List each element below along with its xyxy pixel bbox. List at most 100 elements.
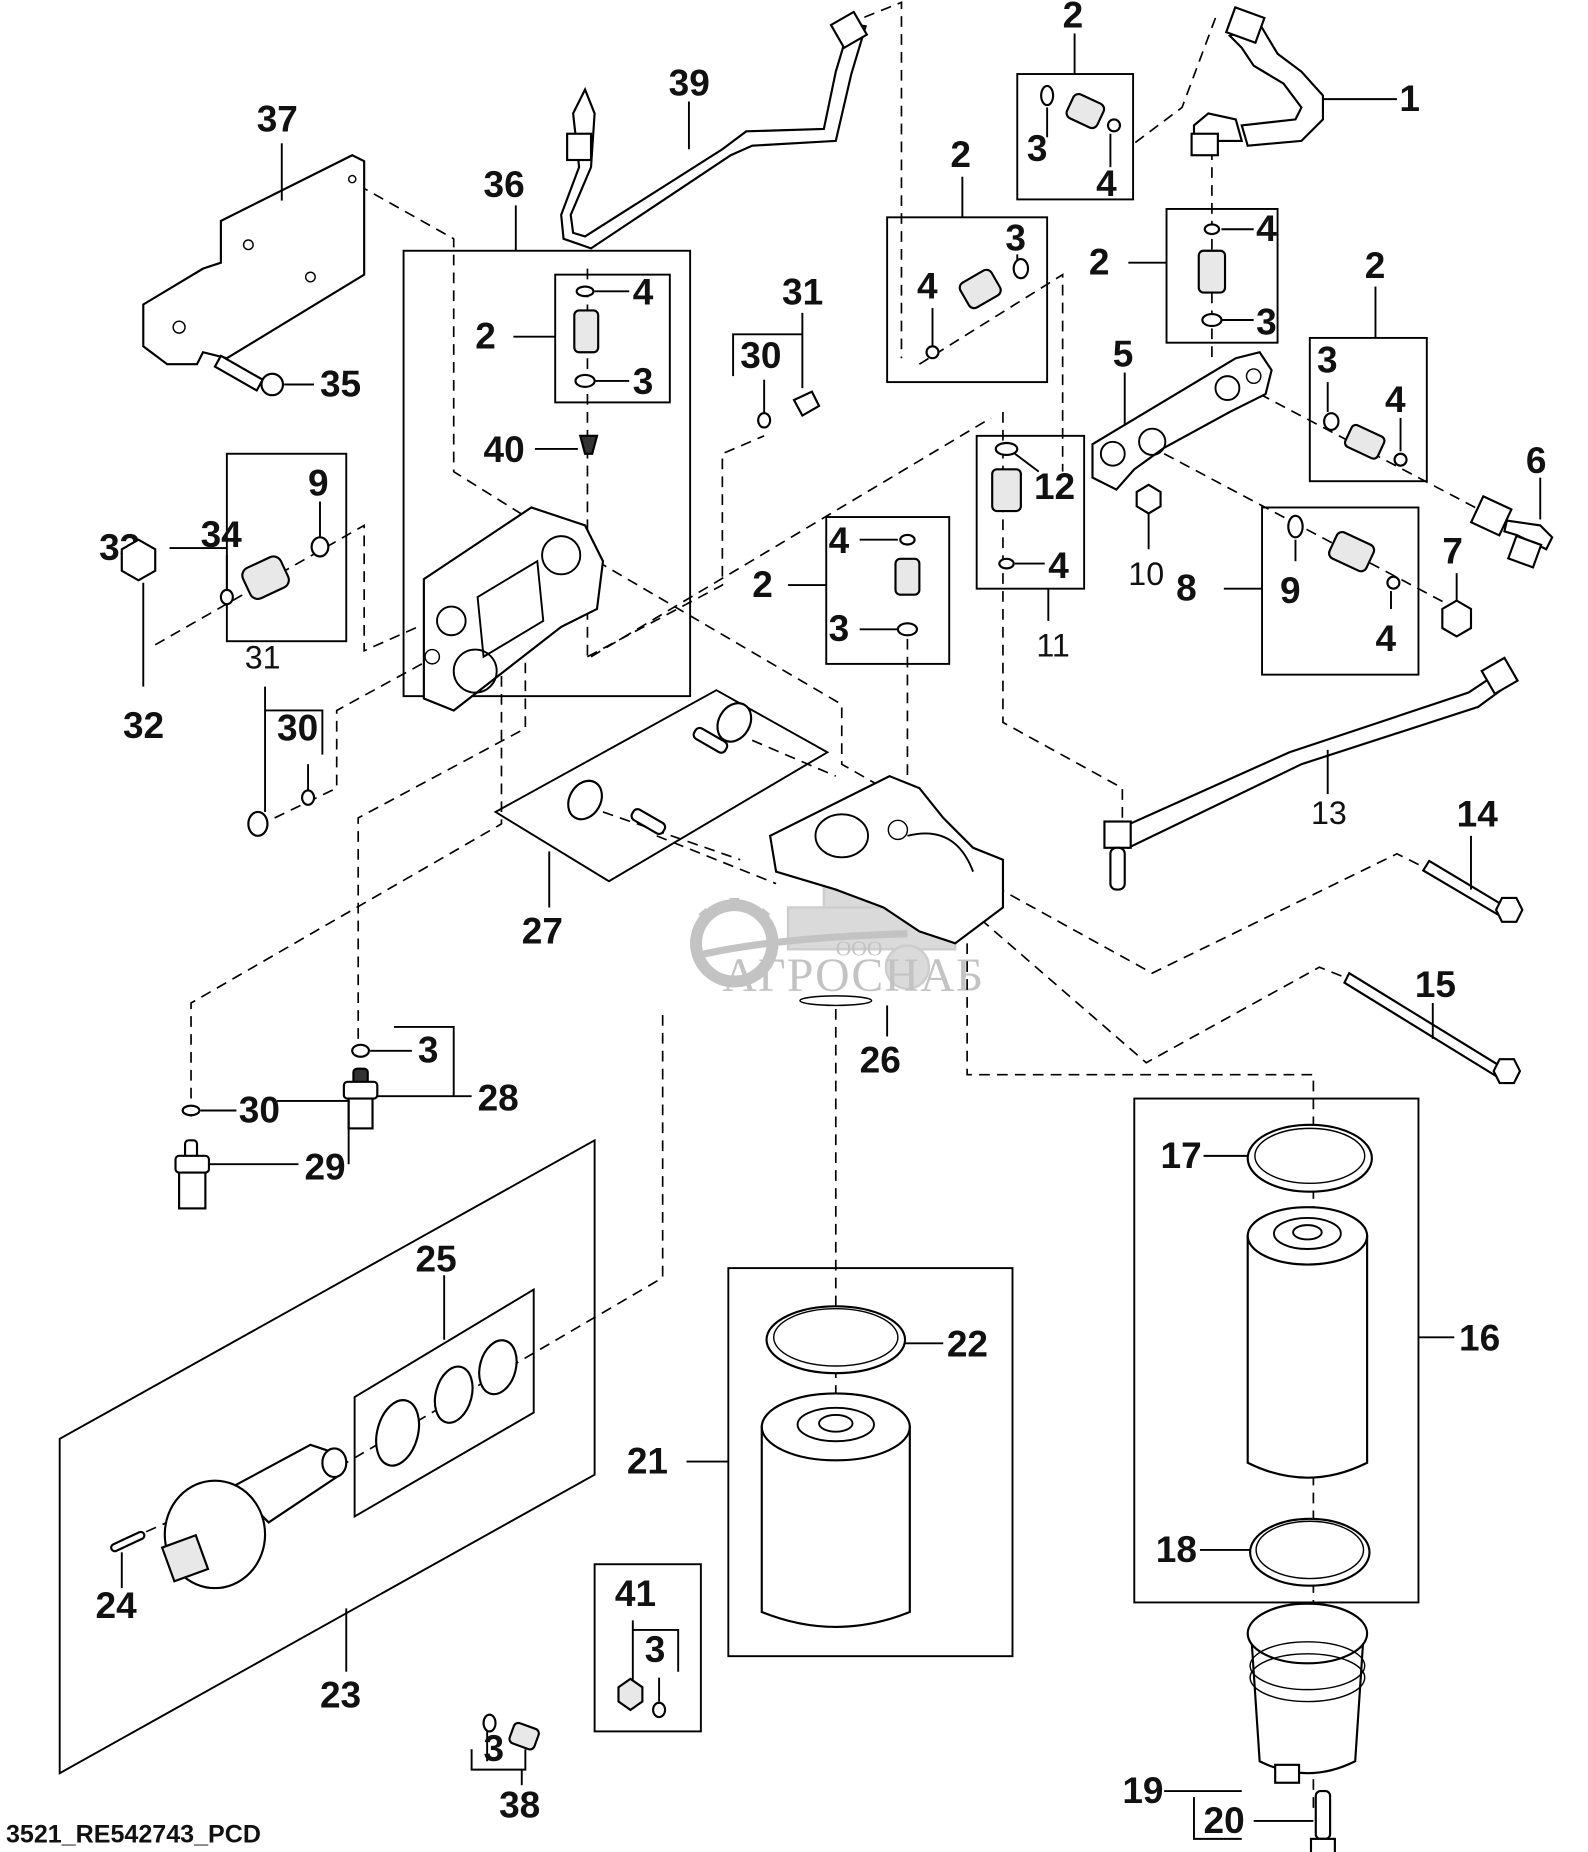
- callout-3: 3: [645, 1628, 666, 1670]
- part-28-pressure-sensor[interactable]: 3 28: [342, 1025, 519, 1130]
- callout-12: 12: [1034, 465, 1075, 507]
- callout-34: 34: [201, 513, 243, 555]
- callout-30: 30: [740, 334, 781, 376]
- part-38-fitting[interactable]: 3 38: [470, 1713, 541, 1826]
- part-27-seal-kit[interactable]: 27: [493, 689, 830, 951]
- part-35-cap-screw[interactable]: 35: [213, 354, 361, 405]
- callout-4: 4: [1096, 162, 1117, 204]
- callout-9: 9: [308, 462, 329, 504]
- callout-2: 2: [752, 563, 773, 605]
- part-2-fitting-kit-top[interactable]: 2 3 4: [1016, 0, 1135, 204]
- callout-36: 36: [484, 163, 525, 205]
- callout-3: 3: [1027, 127, 1048, 169]
- callout-25: 25: [416, 1238, 457, 1280]
- part-31-plug-top[interactable]: 31 30: [732, 270, 823, 429]
- part-11-fitting-kit[interactable]: 11 12 4: [975, 434, 1086, 664]
- part-2-fitting-kit-center[interactable]: 2 4 3: [752, 516, 951, 665]
- callout-9: 9: [1280, 569, 1301, 611]
- part-36-filter-head-kit[interactable]: 36 2 4 3 40: [402, 163, 692, 712]
- callout-32: 32: [123, 704, 164, 746]
- part-33-fitting-kit[interactable]: 33 34 9: [99, 452, 348, 643]
- callout-8: 8: [1176, 567, 1197, 609]
- callout-23: 23: [320, 1674, 361, 1716]
- callout-3: 3: [1317, 339, 1338, 381]
- callout-2: 2: [1365, 244, 1386, 286]
- callout-3: 3: [633, 360, 654, 402]
- part-14-cap-screw[interactable]: 14: [1421, 792, 1524, 923]
- part-6-elbow-line[interactable]: 6: [1469, 439, 1554, 569]
- watermark-prefix: ООО: [836, 936, 883, 960]
- assembly-guide-lines: [113, 1, 1487, 1815]
- part-32-cap-nut[interactable]: 32: [120, 538, 164, 746]
- callout-35: 35: [320, 362, 361, 404]
- watermark-swoosh: [697, 930, 908, 959]
- callout-13: 13: [1311, 795, 1347, 831]
- part-31-plug-lower[interactable]: 31 30: [245, 640, 324, 837]
- callout-4: 4: [917, 265, 938, 307]
- callout-4: 4: [829, 519, 850, 561]
- callout-19: 19: [1122, 1769, 1163, 1811]
- callout-3: 3: [1005, 217, 1026, 259]
- callout-3: 3: [418, 1029, 439, 1071]
- callout-31: 31: [245, 640, 281, 676]
- part-29-temp-sensor[interactable]: 30 29: [174, 1088, 350, 1210]
- callout-38: 38: [499, 1783, 540, 1825]
- part-21-filter-element-kit[interactable]: 21 22: [627, 1267, 1014, 1658]
- part-2-fitting-kit-right[interactable]: 2 3 4: [1308, 244, 1428, 483]
- callout-21: 21: [627, 1439, 668, 1481]
- callout-37: 37: [257, 97, 298, 139]
- callout-10: 10: [1128, 556, 1164, 592]
- part-2-fitting-kit-mid[interactable]: 2 3 4: [886, 133, 1049, 384]
- callout-14: 14: [1457, 792, 1499, 834]
- callout-27: 27: [522, 909, 563, 951]
- callout-7: 7: [1442, 530, 1463, 572]
- callout-6: 6: [1526, 439, 1547, 481]
- callout-4: 4: [1048, 544, 1069, 586]
- watermark-company: АГРОСНАБ: [722, 949, 984, 1002]
- part-5-manifold[interactable]: 5: [1091, 333, 1273, 491]
- part-39-fuel-line[interactable]: 39: [560, 10, 869, 250]
- callout-30: 30: [277, 706, 318, 748]
- part-15-cap-screw-long[interactable]: 15: [1343, 963, 1522, 1085]
- part-8-fitting-kit[interactable]: 8 9 4: [1176, 506, 1420, 676]
- callout-30: 30: [239, 1088, 280, 1130]
- callout-4: 4: [1385, 378, 1406, 420]
- drawing-id-caption: 3521_RE542743_PCD: [6, 1820, 261, 1848]
- callout-2: 2: [1089, 241, 1110, 283]
- callout-26: 26: [860, 1038, 901, 1080]
- callout-15: 15: [1415, 963, 1456, 1005]
- callout-2: 2: [950, 133, 971, 175]
- part-20-drain-sensor[interactable]: 20: [1204, 1790, 1336, 1852]
- callout-39: 39: [669, 62, 710, 104]
- part-7-cap-nut[interactable]: 7: [1441, 530, 1473, 638]
- part-2-fitting-kit-vertical[interactable]: 2 4 3: [1089, 207, 1279, 344]
- callout-4: 4: [1375, 617, 1396, 659]
- part-16-filter-element-kit[interactable]: 16 17 18: [1133, 1097, 1500, 1604]
- callout-5: 5: [1113, 333, 1134, 375]
- callout-41: 41: [615, 1572, 656, 1614]
- callout-40: 40: [484, 428, 525, 470]
- part-19-water-bowl[interactable]: 19: [1122, 1602, 1369, 1840]
- callout-4: 4: [1256, 207, 1277, 249]
- callout-18: 18: [1156, 1528, 1197, 1570]
- part-41-plug-kit[interactable]: 41 3: [593, 1563, 702, 1733]
- part-10-flange-nut[interactable]: 10: [1128, 483, 1164, 592]
- callout-4: 4: [633, 270, 654, 312]
- callout-28: 28: [478, 1076, 519, 1118]
- callout-3: 3: [829, 607, 850, 649]
- callout-16: 16: [1459, 1316, 1500, 1358]
- callout-29: 29: [304, 1146, 345, 1188]
- callout-3: 3: [1256, 300, 1277, 342]
- part-13-fuel-line[interactable]: 13: [1103, 656, 1520, 891]
- callout-17: 17: [1161, 1134, 1202, 1176]
- part-23-transfer-pump-kit[interactable]: 23 25 24: [58, 1138, 596, 1775]
- callout-22: 22: [947, 1322, 988, 1364]
- callout-20: 20: [1204, 1799, 1245, 1841]
- callout-2: 2: [1063, 0, 1084, 35]
- part-37-bracket[interactable]: 37: [142, 97, 366, 366]
- part-26-filter-base[interactable]: 26: [768, 774, 1005, 1080]
- part-1-fuel-hose[interactable]: 1: [1190, 6, 1420, 157]
- callout-2: 2: [475, 315, 496, 357]
- callout-31: 31: [782, 270, 823, 312]
